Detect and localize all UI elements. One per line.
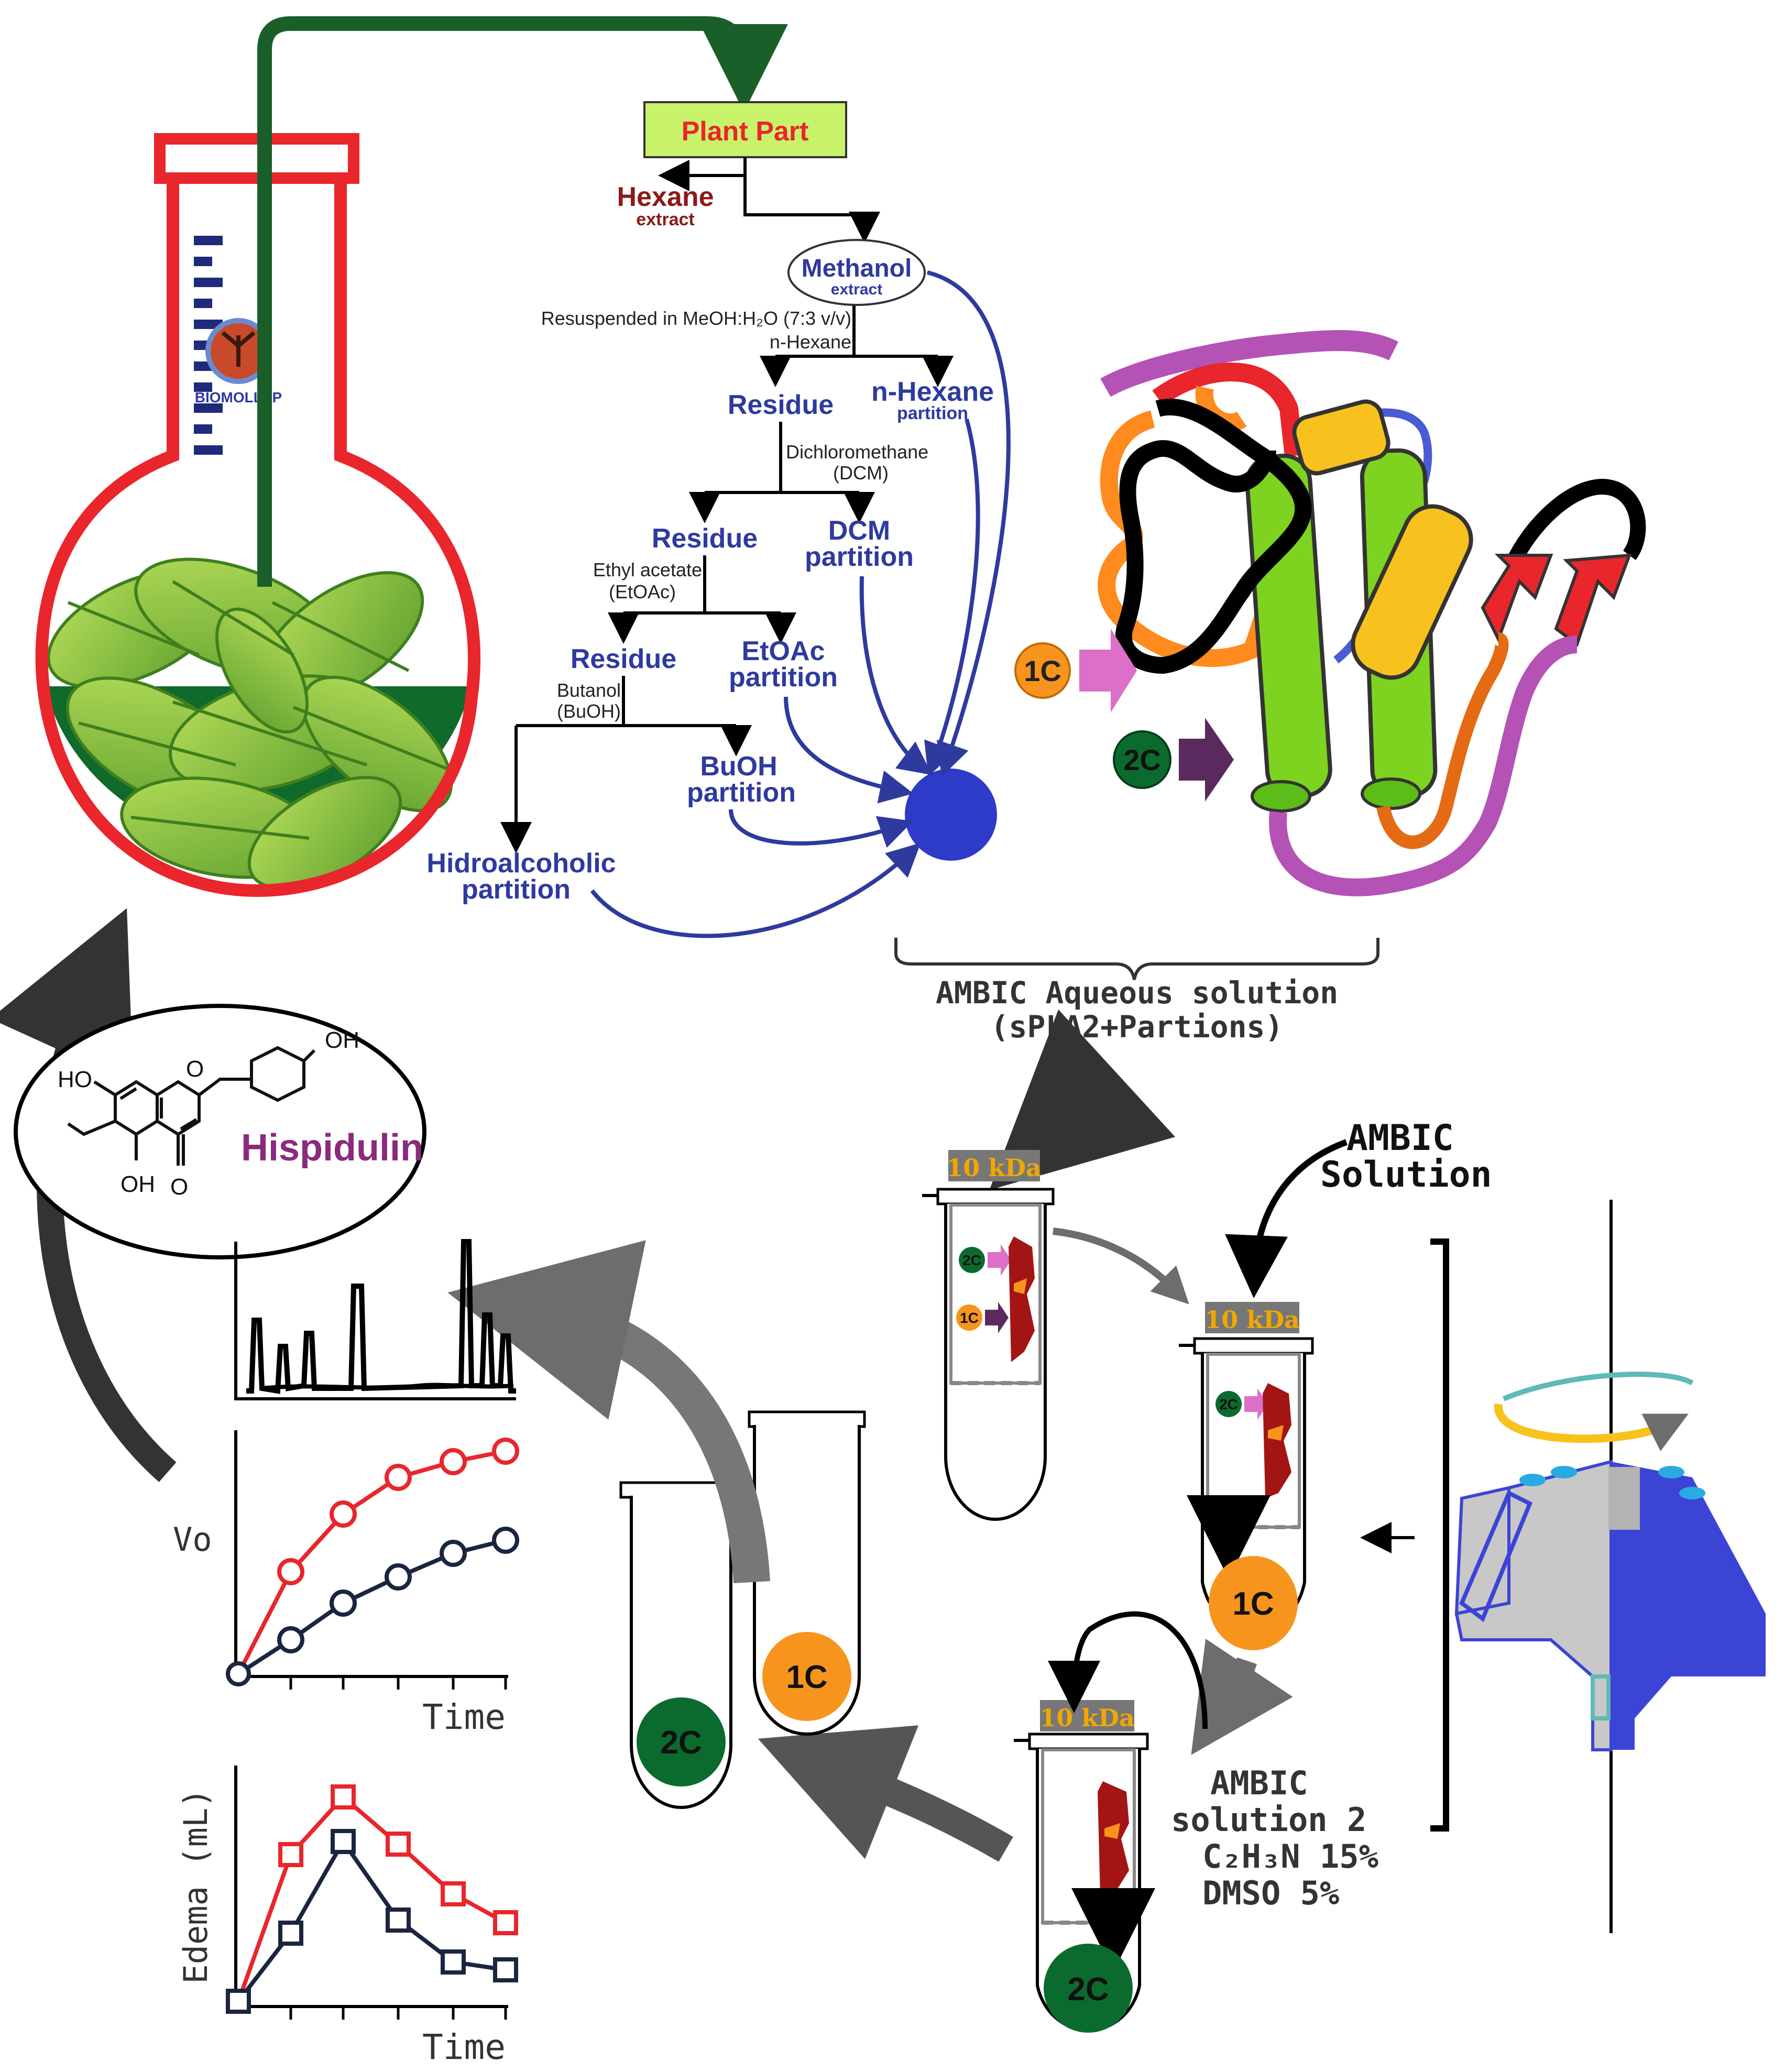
vo-xlabel: Time bbox=[422, 1697, 506, 1737]
edema-chart: Edema (mL) Time bbox=[177, 1766, 518, 2067]
tube1-2c-label: 2C bbox=[962, 1252, 981, 1268]
hexane-extract-label: Hexane bbox=[617, 182, 714, 212]
fraction-2c-arrow bbox=[1179, 718, 1234, 802]
plant-part-label: Plant Part bbox=[682, 116, 809, 147]
condenser-arrow bbox=[257, 16, 788, 587]
dcm-solvent-2: (DCM) bbox=[833, 462, 889, 484]
atom-ring-o: O bbox=[186, 1056, 204, 1082]
etoac-solvent-1: Ethyl acetate bbox=[593, 559, 702, 580]
tube1-to-tube2-arrow bbox=[1053, 1227, 1189, 1304]
etoac-solvent-2: (EtOAc) bbox=[609, 581, 676, 602]
n-hexane-partition-sub: partition bbox=[897, 403, 968, 423]
collection-1c-label: 1C bbox=[786, 1659, 827, 1695]
fraction-2c-label: 2C bbox=[1123, 743, 1161, 776]
ambic-aqueous-sub: (sPLA2+Partions) bbox=[991, 1009, 1284, 1045]
tube2-2c-label: 2C bbox=[1219, 1396, 1238, 1412]
residue-3-label: Residue bbox=[571, 644, 676, 674]
ambic-solution-arrow bbox=[1225, 1139, 1348, 1298]
collection-tube-2c: 2C bbox=[619, 1481, 738, 1809]
plant-part-box bbox=[643, 101, 847, 158]
residue-1-label: Residue bbox=[728, 390, 834, 420]
flask-neck-rim bbox=[154, 133, 359, 184]
hidroalcoholic-partition-label: Hidroalcoholic bbox=[426, 848, 616, 879]
centrifuge-rotor bbox=[1360, 1200, 1766, 1933]
edema-ylabel: Edema (mL) bbox=[177, 1788, 215, 1983]
ambic-solution2-sub: solution 2 bbox=[1171, 1801, 1366, 1839]
filter-tube-2: 10 kDa 2C 1C bbox=[1179, 1302, 1314, 1650]
methanol-extract-label: Methanol bbox=[802, 255, 912, 282]
collection-2c-label: 2C bbox=[660, 1725, 702, 1761]
ambic-solution-sub: Solution bbox=[1320, 1154, 1492, 1196]
flask-outline bbox=[35, 178, 481, 897]
dcm-solvent-1: Dichloromethane bbox=[786, 441, 928, 463]
acetonitrile-label: C₂H₃N 15% bbox=[1202, 1837, 1378, 1876]
to-tube-arrow bbox=[989, 1009, 1176, 1190]
tube3-to-collection-arrow bbox=[758, 1725, 1013, 1862]
hispidulin-molecule: OH HO O OH O Hispidulin bbox=[0, 908, 426, 1482]
buoh-partition-sub: partition bbox=[687, 777, 796, 808]
etoac-partition-sub: partition bbox=[729, 662, 838, 693]
tube2-filter-label: 10 kDa bbox=[1204, 1306, 1300, 1334]
collection-tube-1c: 1C bbox=[748, 1410, 866, 1736]
ambic-solution2-label: AMBIC bbox=[1210, 1764, 1308, 1802]
tube3-2c-label: 2C bbox=[1067, 1971, 1109, 2008]
filter-tube-3: 10 kDa 2C bbox=[1014, 1700, 1155, 2033]
ambic-brace bbox=[894, 938, 1379, 980]
etoac-partition-label: EtOAc bbox=[742, 636, 825, 666]
resuspended-note: Resuspended in MeOH:H₂O (7:3 v/v) bbox=[541, 308, 851, 329]
atom-ho-left: HO bbox=[58, 1067, 92, 1092]
n-hexane-partition-label: n-Hexane bbox=[871, 377, 994, 407]
extraction-flowchart: Plant Part Hexane extract Methanol extra bbox=[426, 101, 1011, 938]
residue-2-label: Residue bbox=[652, 523, 758, 554]
tube3-filter-label: 10 kDa bbox=[1039, 1704, 1135, 1732]
extraction-flask: BIOMOLLEP bbox=[35, 16, 788, 897]
buoh-solvent-2: (BuOH) bbox=[557, 700, 621, 722]
atom-carbonyl-o: O bbox=[170, 1174, 188, 1200]
hplc-chromatogram bbox=[234, 1239, 516, 1400]
ambic-solution2-arrow bbox=[1048, 1611, 1208, 1729]
tube1-1c-label: 1C bbox=[960, 1310, 979, 1326]
tube2-1c-label: 1C bbox=[1232, 1586, 1274, 1622]
tube2-to-tube3-arrow bbox=[1191, 1638, 1293, 1755]
ambic-aqueous-label: AMBIC Aqueous solution bbox=[936, 975, 1338, 1011]
hexane-extract-sub: extract bbox=[636, 210, 695, 229]
buoh-partition-label: BuOH bbox=[700, 751, 777, 782]
tube1-filter-label: 10 kDa bbox=[946, 1154, 1042, 1182]
fraction-2c-badge bbox=[1113, 730, 1171, 789]
fraction-1c-badge bbox=[1014, 642, 1071, 699]
dmso-label: DMSO 5% bbox=[1202, 1874, 1339, 1912]
atom-oh-bottom: OH bbox=[121, 1171, 155, 1197]
fraction-1c-label: 1C bbox=[1024, 654, 1061, 687]
molecule-ellipse bbox=[14, 1004, 426, 1259]
methanol-extract-sub: extract bbox=[831, 281, 882, 298]
pooled-partitions-dot bbox=[905, 769, 997, 861]
filter-tube-1: 10 kDa 2C 1C bbox=[922, 1150, 1055, 1521]
fraction-1c-arrow bbox=[1079, 629, 1137, 712]
dcm-partition-label: DCM bbox=[828, 516, 890, 546]
ambic-solution-label: AMBIC bbox=[1346, 1117, 1454, 1159]
edema-xlabel: Time bbox=[422, 2027, 506, 2067]
hispidulin-label: Hispidulin bbox=[241, 1127, 423, 1169]
vo-ylabel: Vo bbox=[173, 1520, 212, 1559]
flask-leaves bbox=[47, 557, 453, 890]
dcm-partition-sub: partition bbox=[805, 542, 914, 572]
spla2-protein bbox=[1098, 330, 1646, 896]
methanol-ellipse bbox=[787, 239, 926, 306]
hidroalcoholic-partition-sub: partition bbox=[462, 874, 571, 905]
vo-chart: Vo Time bbox=[173, 1430, 519, 1737]
n-hexane-solvent: n-Hexane bbox=[770, 331, 851, 353]
atom-oh-top: OH bbox=[325, 1027, 359, 1053]
collection-to-hplc-arrow bbox=[447, 1240, 770, 1584]
buoh-solvent-1: Butanol bbox=[557, 679, 621, 701]
